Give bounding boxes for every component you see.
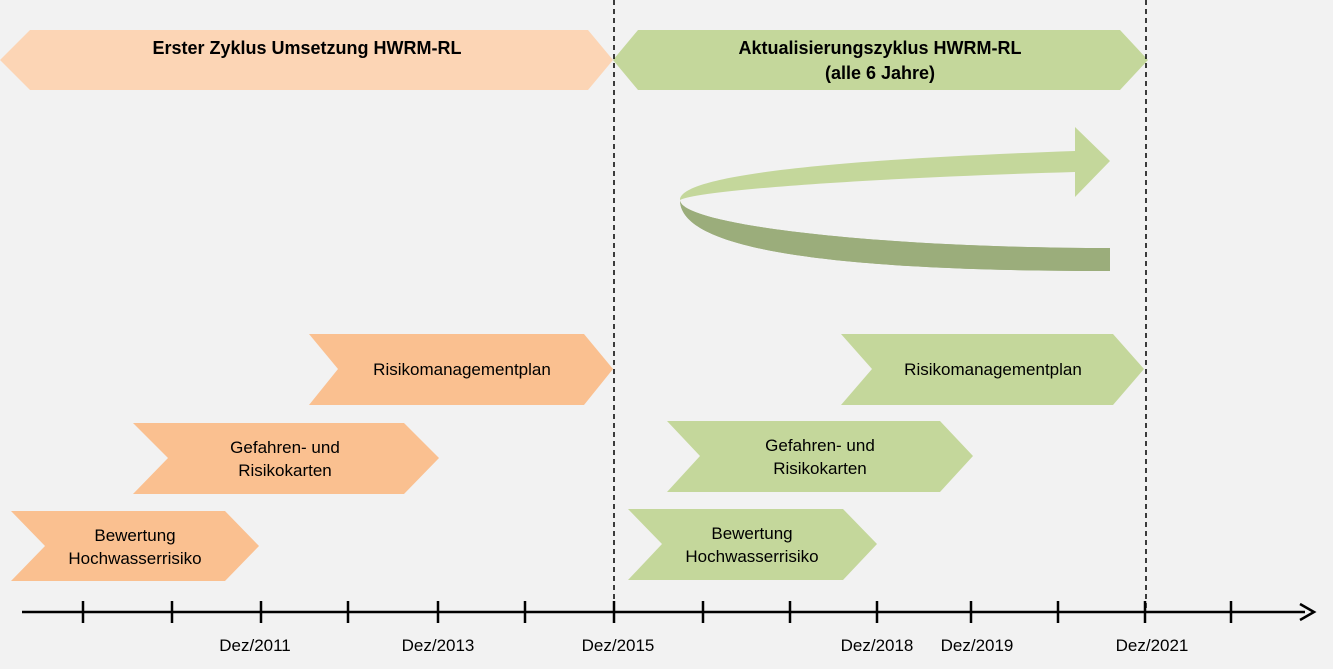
first-cycle-plan-chevron bbox=[309, 334, 613, 405]
first-cycle-assessment-chevron bbox=[11, 511, 259, 581]
update-cycle-banner bbox=[613, 30, 1148, 90]
update-cycle-plan-label: Risikomanagementplan bbox=[904, 360, 1082, 379]
update-cycle-maps-label-1: Gefahren- und bbox=[765, 436, 875, 455]
tick-label-dez2013: Dez/2013 bbox=[402, 636, 475, 655]
first-cycle-maps-label-2: Risikokarten bbox=[238, 461, 332, 480]
first-cycle-assessment-label-1: Bewertung bbox=[94, 526, 175, 545]
first-cycle-banner bbox=[0, 30, 613, 90]
tick-label-dez2021: Dez/2021 bbox=[1116, 636, 1189, 655]
timeline-ticks bbox=[81, 601, 1233, 623]
update-cycle-subtitle: (alle 6 Jahre) bbox=[825, 63, 935, 83]
first-cycle-maps-chevron bbox=[133, 423, 439, 494]
first-cycle-maps-label-1: Gefahren- und bbox=[230, 438, 340, 457]
tick-label-dez2018: Dez/2018 bbox=[841, 636, 914, 655]
tick-label-dez2019: Dez/2019 bbox=[941, 636, 1014, 655]
update-cycle-maps-chevron bbox=[667, 421, 973, 492]
update-cycle-maps-label-2: Risikokarten bbox=[773, 459, 867, 478]
update-cycle-title: Aktualisierungszyklus HWRM-RL bbox=[738, 38, 1021, 58]
first-cycle-plan-label: Risikomanagementplan bbox=[373, 360, 551, 379]
update-cycle-assessment-label-1: Bewertung bbox=[711, 524, 792, 543]
update-cycle-assessment-label-2: Hochwasserrisiko bbox=[685, 547, 818, 566]
first-cycle-assessment-label-2: Hochwasserrisiko bbox=[68, 549, 201, 568]
update-cycle-plan-chevron bbox=[841, 334, 1144, 405]
curved-loop-arrow-icon bbox=[680, 127, 1110, 271]
update-cycle-assessment-chevron bbox=[628, 509, 877, 580]
arrow-right-icon bbox=[1299, 602, 1317, 622]
tick-label-dez2011: Dez/2011 bbox=[219, 636, 291, 655]
tick-label-dez2015: Dez/2015 bbox=[582, 636, 655, 655]
first-cycle-title: Erster Zyklus Umsetzung HWRM-RL bbox=[152, 38, 461, 58]
